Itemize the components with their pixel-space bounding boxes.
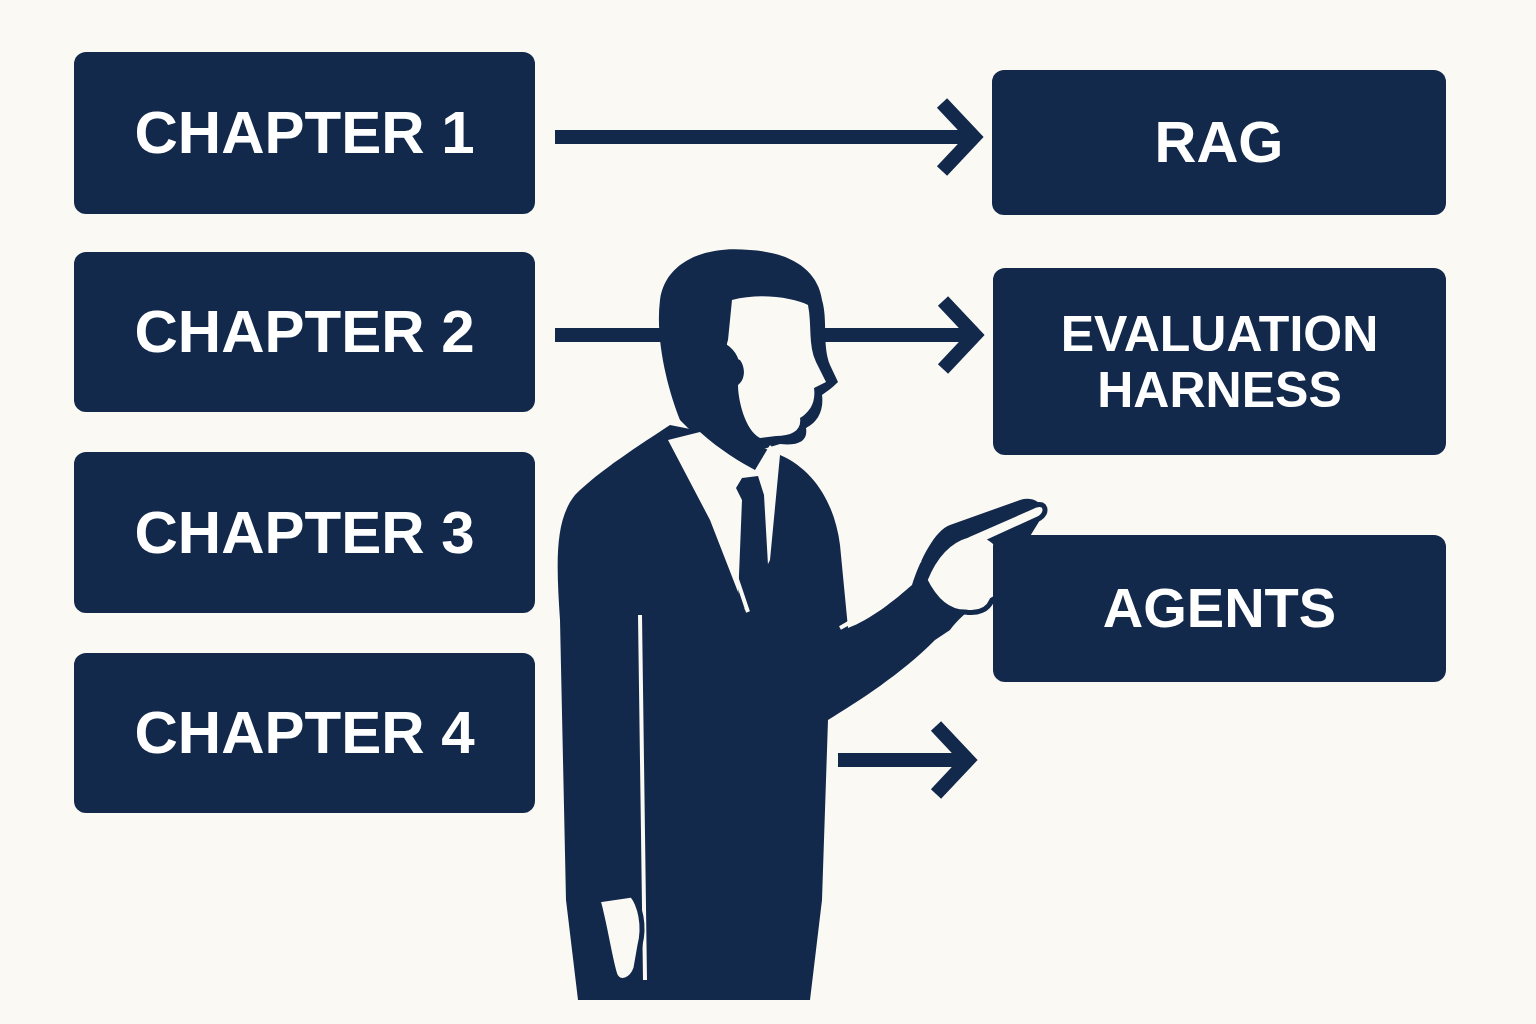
chapter-box: RAG — [992, 70, 1446, 215]
head — [659, 249, 838, 450]
box-label: CHAPTER 2 — [120, 298, 488, 365]
box-label: AGENTS — [1089, 577, 1350, 640]
chapter-box: CHAPTER 4 — [74, 653, 535, 813]
box-label: CHAPTER 3 — [120, 499, 488, 566]
ear — [713, 338, 740, 375]
suit-body — [558, 425, 1043, 1000]
box-label: RAG — [1141, 110, 1298, 175]
lower-hand — [598, 895, 642, 980]
loose-arrow — [838, 726, 968, 794]
suit-lines — [640, 470, 920, 980]
face — [727, 296, 826, 438]
chapter-box: CHAPTER 3 — [74, 452, 535, 613]
chapter-box: EVALUATION HARNESS — [993, 268, 1446, 455]
chapter-box: AGENTS — [993, 535, 1446, 682]
box-label: CHAPTER 4 — [120, 699, 488, 766]
box-label: EVALUATION HARNESS — [993, 306, 1446, 418]
box-label: CHAPTER 1 — [120, 99, 488, 166]
chapter-box: CHAPTER 2 — [74, 252, 535, 412]
arrow-connector — [555, 103, 974, 171]
chapter-box: CHAPTER 1 — [74, 52, 535, 214]
